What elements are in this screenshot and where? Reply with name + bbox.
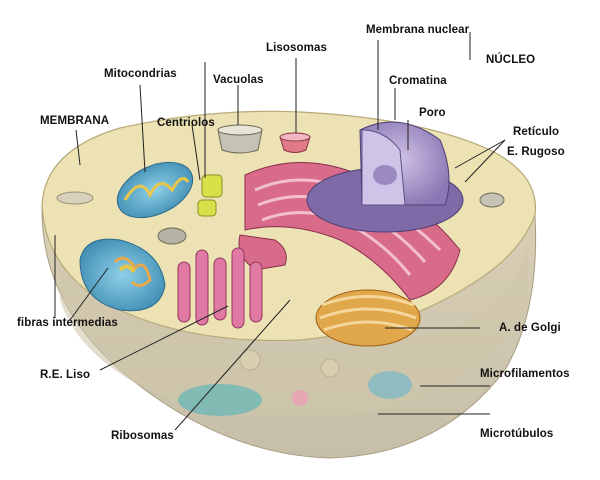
vacuole (56, 191, 94, 205)
label-reticulo: Retículo (513, 126, 560, 138)
label-golgi: A. de Golgi (499, 322, 561, 334)
label-cromatina: Cromatina (389, 75, 447, 87)
vesicle (239, 349, 261, 371)
label-microfilamentos: Microfilamentos (480, 368, 570, 380)
label-re-liso: R.E. Liso (40, 369, 91, 381)
label-membrana-nuclear: Membrana nuclear (366, 24, 470, 36)
label-ribosomas: Ribosomas (111, 430, 174, 442)
vesicle (320, 358, 340, 378)
vesicle (178, 384, 262, 416)
label-e-rugoso: E. Rugoso (507, 146, 565, 158)
label-fibras-intermedias: fibras intermedias (17, 317, 118, 329)
mitochondrion (79, 238, 166, 312)
label-mitocondrias: Mitocondrias (104, 68, 177, 80)
vesicle (368, 371, 412, 399)
vacuole (157, 227, 187, 245)
vacuole (217, 124, 263, 154)
label-vacuolas: Vacuolas (213, 74, 264, 86)
label-membrana: MEMBRANA (40, 115, 110, 127)
label-poro: Poro (419, 107, 446, 119)
smooth-er (177, 247, 263, 329)
label-centriolos: Centriolos (157, 117, 215, 129)
mitochondrion (116, 161, 194, 219)
leader-lines (54, 32, 506, 431)
cut-face (60, 240, 528, 418)
label-microtubulos: Microtúbulos (480, 428, 554, 440)
lysosome (279, 132, 311, 153)
nucleus (306, 121, 464, 233)
golgi-apparatus (315, 289, 421, 347)
vesicle (292, 390, 308, 406)
label-lisosomas: Lisosomas (266, 42, 327, 54)
centrioles (197, 174, 223, 217)
label-nucleo: NÚCLEO (486, 54, 536, 66)
vacuole (479, 192, 505, 208)
